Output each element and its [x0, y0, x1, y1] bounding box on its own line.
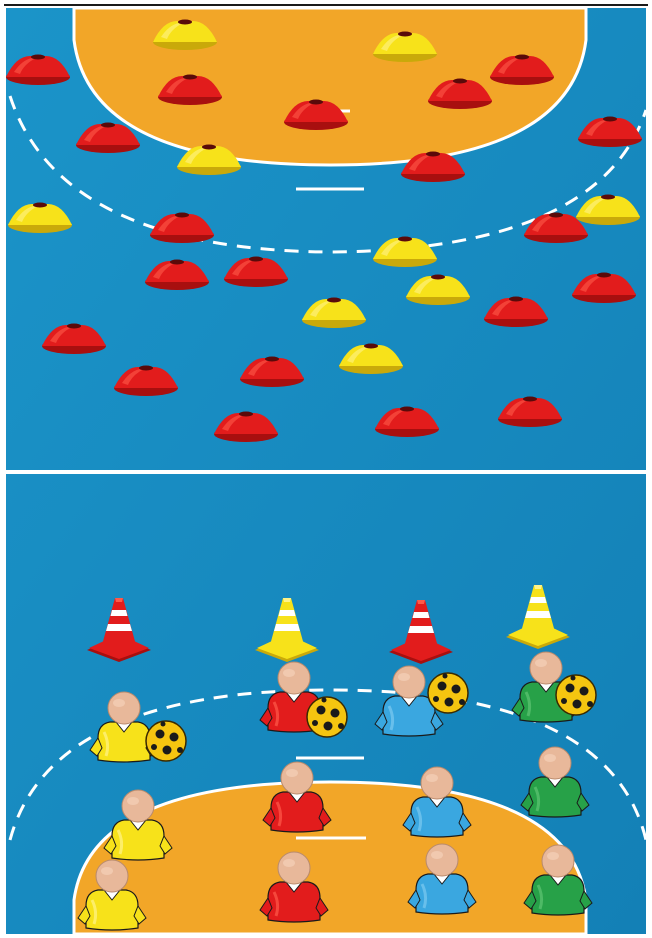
handball-ball — [146, 721, 186, 761]
top-border — [4, 4, 648, 6]
center-line — [6, 470, 646, 474]
handball-ball — [307, 697, 347, 737]
handball-ball — [428, 673, 468, 713]
handball-ball — [556, 675, 596, 715]
